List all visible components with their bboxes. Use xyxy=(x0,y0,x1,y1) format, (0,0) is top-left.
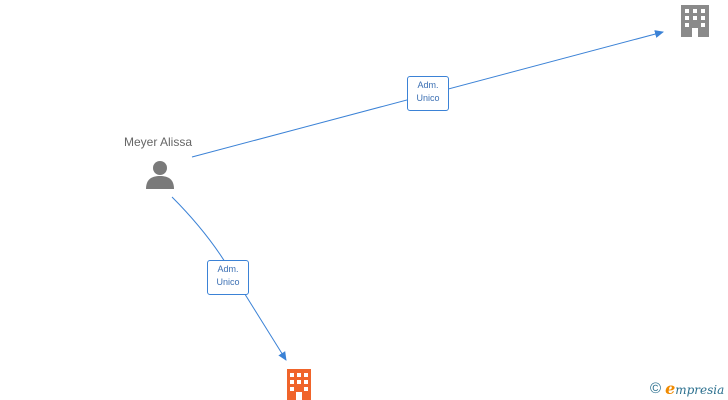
copyright-icon: © xyxy=(650,380,662,397)
edge-label-role[interactable]: Adm. Unico xyxy=(407,76,449,111)
edge-label-line1: Adm. xyxy=(217,264,239,274)
edge-label-line1: Adm. xyxy=(417,80,439,90)
brand-initial: e xyxy=(665,378,676,398)
person-icon[interactable] xyxy=(146,161,174,189)
watermark: © empresia xyxy=(650,378,725,399)
edge-label-role[interactable]: Adm. Unico xyxy=(207,260,249,295)
brand-rest: mpresia xyxy=(675,382,725,397)
edge-label-line2: Unico xyxy=(416,93,440,103)
brand-logo: empresia xyxy=(665,378,725,399)
building-icon[interactable] xyxy=(681,5,709,37)
person-name[interactable]: Meyer Alissa xyxy=(123,135,193,149)
building-icon[interactable] xyxy=(287,369,311,400)
edge-label-line2: Unico xyxy=(216,277,240,287)
